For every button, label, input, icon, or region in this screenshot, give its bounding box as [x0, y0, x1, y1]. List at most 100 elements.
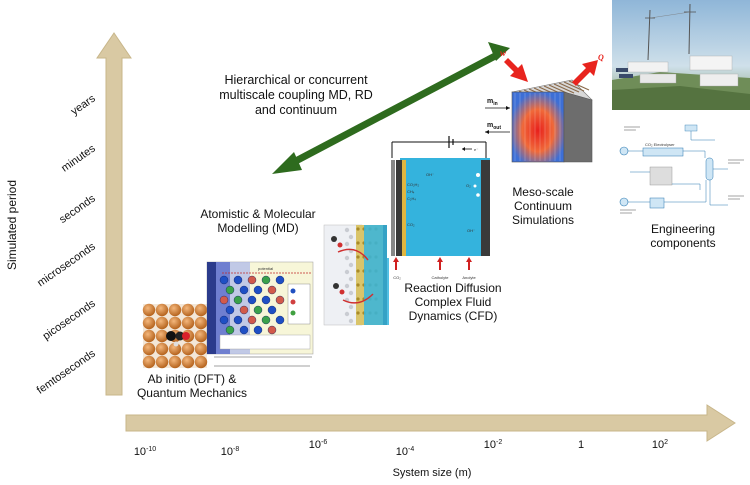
lattice-atom	[142, 342, 156, 356]
x-axis-arrow	[125, 404, 736, 442]
catalyst-dot	[356, 227, 360, 231]
cfd-o2-label: O₂	[466, 183, 471, 188]
rd-label: Reaction Diffusion Complex Fluid Dynamic…	[404, 281, 501, 323]
cfd-species-3: CO₂	[407, 222, 415, 227]
md-molecule	[219, 275, 229, 285]
lattice-atom	[142, 329, 156, 343]
x-tick-1e2: 102	[652, 439, 668, 451]
gdl-fiber	[348, 262, 354, 268]
md-label: Atomistic & Molecular Modelling (MD)	[200, 207, 315, 235]
gdl-fiber	[344, 227, 350, 233]
md-molecule	[225, 325, 235, 335]
eng-electrolyser-label: CO₂ Electrolyser	[645, 142, 675, 147]
md-molecule	[275, 315, 285, 325]
lattice-atom	[181, 303, 195, 317]
x-tick-labels: 10-10 10-8 10-6 10-4 10-2 1 102	[134, 439, 668, 458]
meso-label: Meso-scale Continuum Simulations	[512, 185, 574, 227]
y-tick-labels: years minutes seconds microseconds picos…	[35, 92, 98, 396]
cfd-species-0: CO₂H₂	[407, 182, 419, 187]
lattice-atom	[168, 342, 182, 356]
md-molecule	[233, 275, 243, 285]
md-molecule	[225, 305, 235, 315]
lattice-atom	[194, 329, 208, 343]
gdl-fiber	[344, 255, 350, 261]
svg-text:Reaction Diffusion: Reaction Diffusion	[404, 281, 501, 295]
svg-text:Continuum: Continuum	[514, 199, 572, 213]
md-molecule	[225, 285, 235, 295]
svg-text:Ab initio (DFT) &: Ab initio (DFT) &	[148, 372, 237, 386]
md-molecule	[233, 315, 243, 325]
cfd-oh-left: OH⁻	[426, 172, 434, 177]
lattice-atom	[168, 303, 182, 317]
catalyst-dot	[356, 311, 360, 315]
lattice-atom	[194, 316, 208, 330]
svg-text:multiscale coupling MD, RD: multiscale coupling MD, RD	[219, 88, 373, 102]
x-axis-label: System size (m)	[393, 467, 472, 479]
gdl-fiber	[344, 269, 350, 275]
lattice-atom	[155, 342, 169, 356]
gdl-fiber	[348, 318, 354, 324]
md-molecule	[275, 275, 285, 285]
x-tick-1: 1	[578, 439, 584, 451]
lattice-atom	[194, 342, 208, 356]
md-molecule	[261, 275, 271, 285]
lattice-atom	[181, 316, 195, 330]
meso-stack-image: w Q min mout	[485, 48, 604, 163]
md-molecule	[253, 325, 263, 335]
cfd-bottom-catholyte: Catholyte	[432, 275, 450, 280]
lattice-atom	[168, 355, 182, 369]
gdl-fiber	[344, 311, 350, 317]
gdl-fiber	[348, 290, 354, 296]
ab-initio-lattice-image	[142, 303, 208, 369]
md-molecule	[247, 315, 257, 325]
coupling-double-arrow	[272, 42, 510, 174]
y-tick-microseconds: microseconds	[35, 240, 98, 289]
gdl-fiber	[344, 283, 350, 289]
lattice-atom	[155, 329, 169, 343]
cfd-bottom-co2: CO₂	[393, 275, 401, 280]
svg-text:components: components	[650, 236, 715, 250]
gdl-fiber	[348, 276, 354, 282]
md-simulation-image: potential	[206, 261, 314, 367]
md-molecule	[261, 295, 271, 305]
svg-text:Atomistic & Molecular: Atomistic & Molecular	[200, 207, 315, 221]
cfd-electron-label: e⁻	[474, 147, 478, 152]
cfd-species-2: C₂H₄	[407, 196, 416, 201]
md-molecule	[267, 325, 277, 335]
stack-fin	[553, 83, 575, 94]
md-molecule	[247, 295, 257, 305]
coupling-label: Hierarchical or concurrent multiscale co…	[219, 73, 373, 117]
x-tick-1e-6: 10-6	[309, 439, 328, 451]
svg-text:and continuum: and continuum	[255, 103, 337, 117]
x-tick-1e-10: 10-10	[134, 446, 156, 458]
lattice-atom	[181, 355, 195, 369]
md-molecule	[253, 285, 263, 295]
md-molecule	[267, 285, 277, 295]
md-molecule	[253, 305, 263, 315]
cfd-oh-right: OH⁻	[467, 228, 475, 233]
gdl-fiber	[348, 234, 354, 240]
md-molecule	[239, 325, 249, 335]
svg-text:Simulations: Simulations	[512, 213, 574, 227]
y-tick-minutes: minutes	[59, 142, 98, 174]
md-molecule	[219, 295, 229, 305]
cfd-species-1: CH₄	[407, 189, 415, 194]
y-tick-picoseconds: picoseconds	[41, 297, 98, 342]
md-molecule	[261, 315, 271, 325]
lattice-atom	[142, 355, 156, 369]
catalyst-dot	[356, 255, 360, 259]
stack-fin	[568, 80, 590, 91]
process-flow-diagram: CO₂ Electrolyser	[615, 118, 745, 228]
lattice-atom	[194, 355, 208, 369]
cfd-cell-image: e⁻ OH⁻ OH⁻ O₂ CO₂H₂ CH₄ C₂H₄ CO₂ CO₂ Cat…	[387, 136, 500, 280]
meso-w-label: w	[500, 48, 507, 58]
gdl-fiber	[348, 304, 354, 310]
y-tick-seconds: seconds	[57, 192, 98, 226]
catalyst-dot	[356, 297, 360, 301]
lattice-atom	[142, 316, 156, 330]
eng-label: Engineering components	[650, 222, 715, 250]
md-molecule	[239, 305, 249, 315]
md-molecule	[275, 295, 285, 305]
svg-text:Quantum Mechanics: Quantum Mechanics	[137, 386, 247, 400]
